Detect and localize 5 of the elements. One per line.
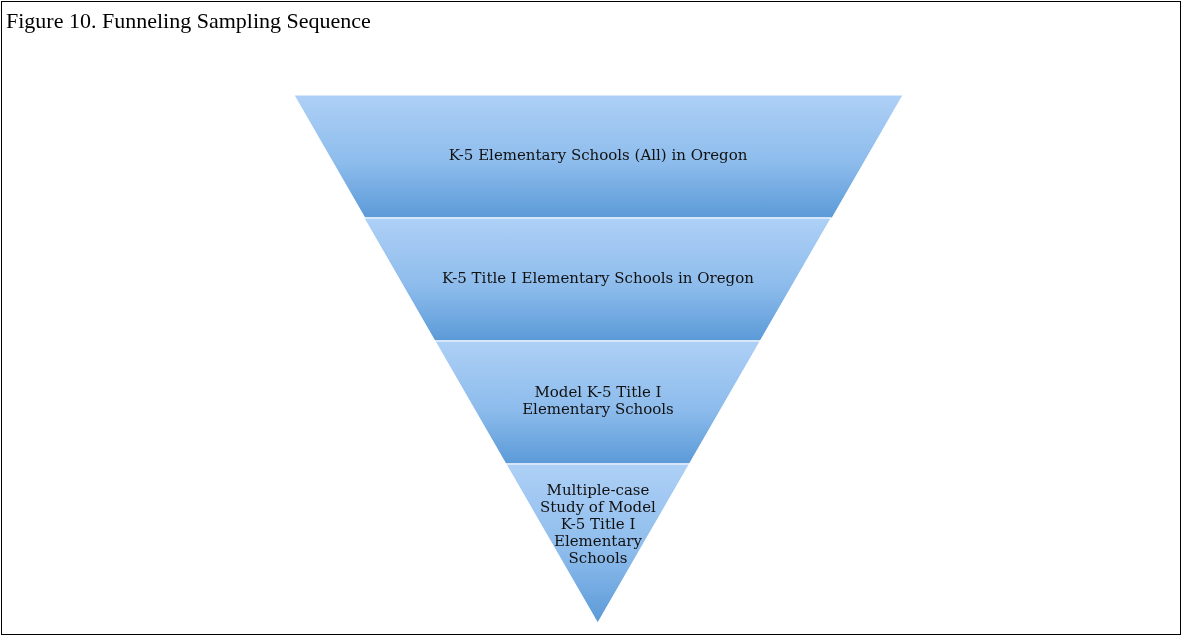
- funnel-label: K-5 Title I Elementary Schools in Oregon: [441, 267, 755, 289]
- funnel-label: Model K-5 Title I Elementary Schools: [521, 382, 675, 420]
- funnel-label: Multiple-case Study of Model K-5 Title I Elementary Schools: [539, 479, 657, 569]
- figure-title: Figure 10. Funneling Sampling Sequence: [6, 8, 371, 34]
- funnel-label: K-5 Elementary Schools (All) in Oregon: [447, 144, 749, 166]
